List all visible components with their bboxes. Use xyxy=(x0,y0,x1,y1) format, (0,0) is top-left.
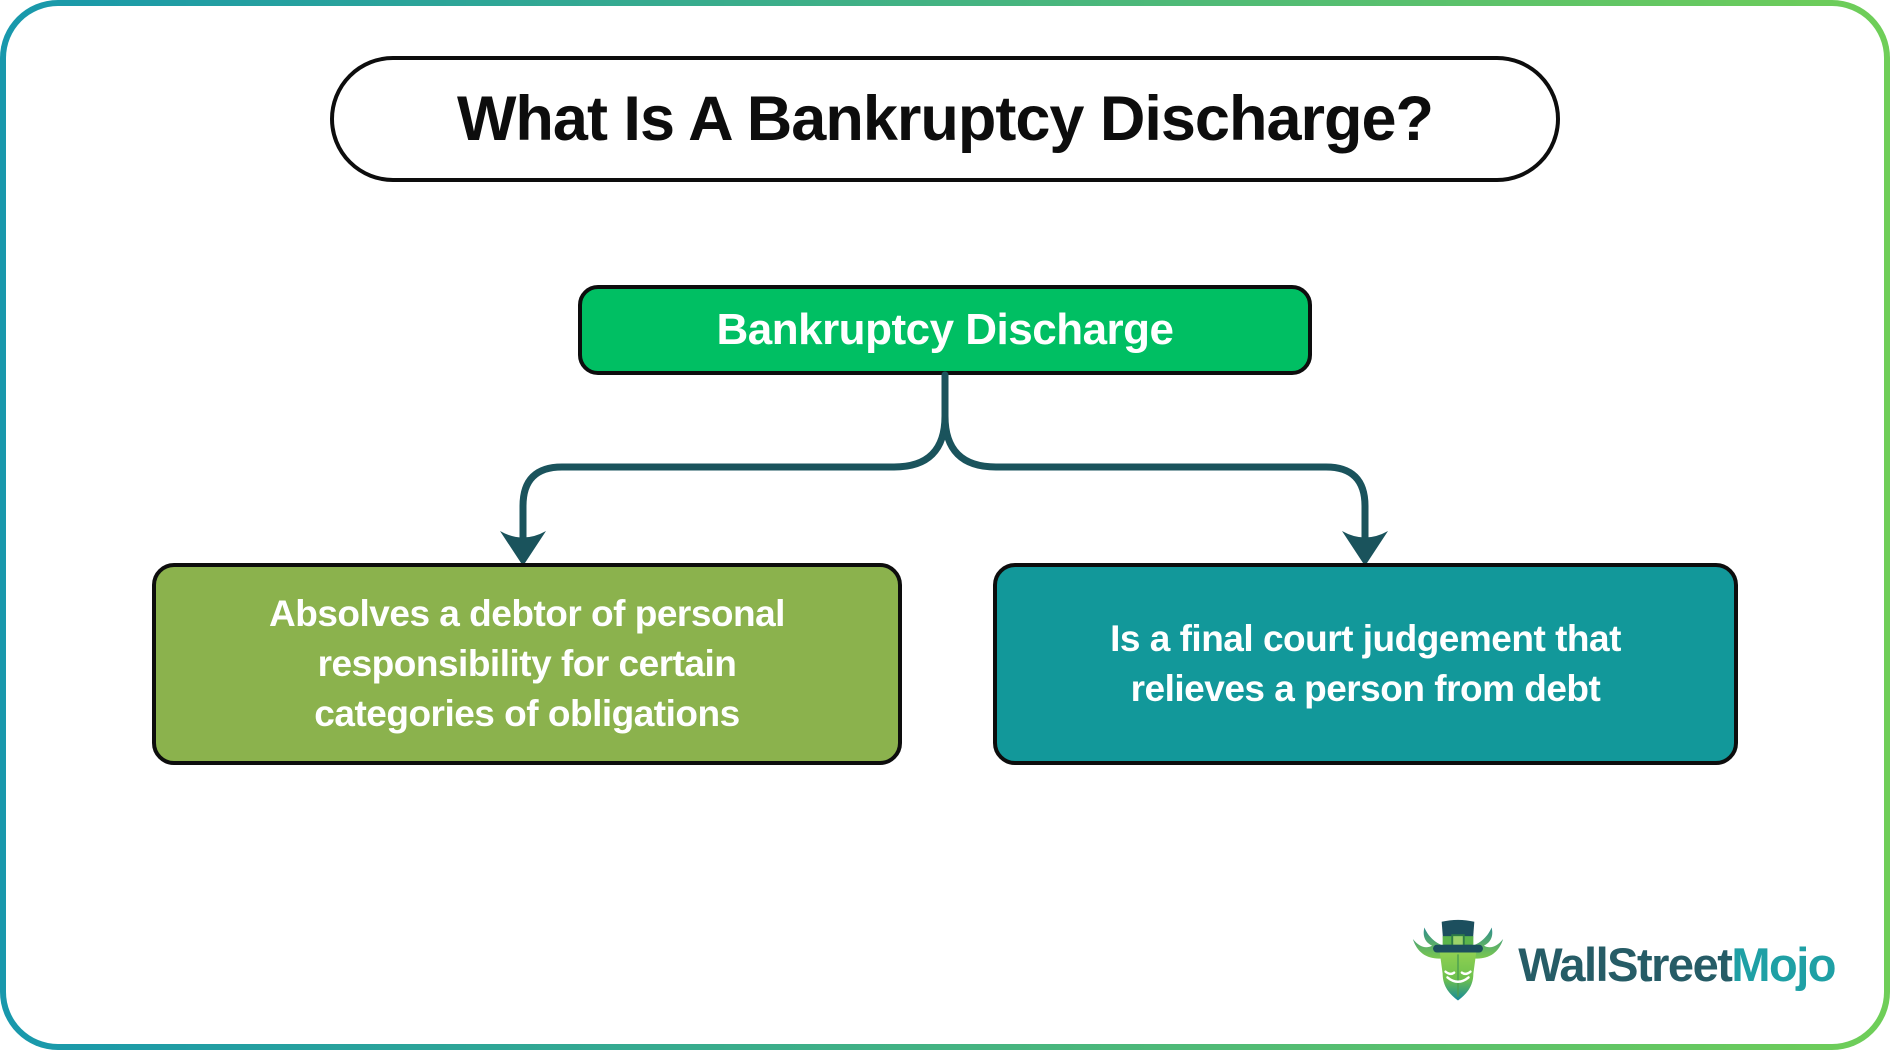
child-node-absolves-debtor: Absolves a debtor of personal responsibi… xyxy=(152,563,902,765)
root-node-label: Bankruptcy Discharge xyxy=(716,305,1174,354)
child-node-line: responsibility for certain xyxy=(317,643,737,684)
root-node-bankruptcy-discharge: Bankruptcy Discharge xyxy=(578,285,1312,375)
child-node-line: relieves a person from debt xyxy=(1130,668,1601,709)
child-node-line: Absolves a debtor of personal xyxy=(269,593,785,634)
child-node-line: categories of obligations xyxy=(314,693,740,734)
page-title: What Is A Bankruptcy Discharge? xyxy=(456,84,1434,154)
brand-wordmark: WallStreetMojo xyxy=(1518,937,1836,992)
child-node-line: Is a final court judgement that xyxy=(1110,618,1621,659)
bull-with-top-hat-icon xyxy=(1413,919,1504,1001)
brand-primary: WallStreet xyxy=(1518,937,1733,991)
brand-secondary: Mojo xyxy=(1731,937,1836,991)
wallstreetmojo-logo: WallStreetMojo xyxy=(1410,916,1836,1012)
title-pill: What Is A Bankruptcy Discharge? xyxy=(330,56,1560,182)
child-node-final-court-judgement: Is a final court judgement that relieves… xyxy=(993,563,1738,765)
